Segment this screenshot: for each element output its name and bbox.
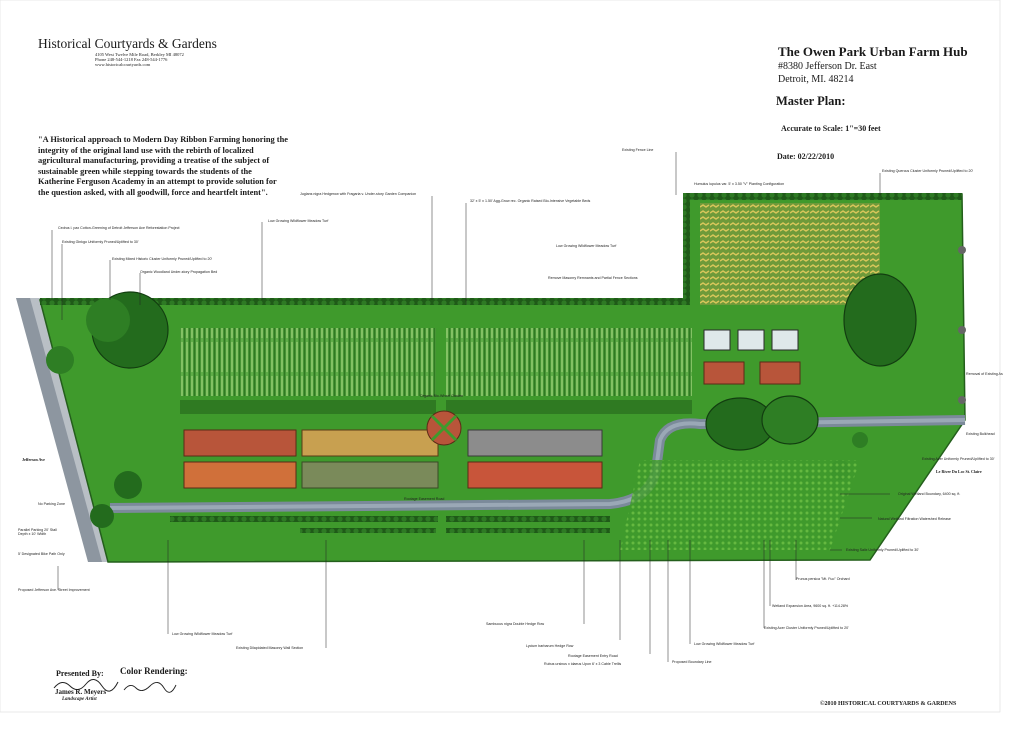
north-hedge bbox=[40, 298, 690, 305]
label-meadow-2: Low Growing Wildflower Meadow Turf bbox=[556, 244, 617, 248]
color-rendering-label: Color Rendering: bbox=[120, 666, 188, 676]
project-address-1: #8380 Jefferson Dr. East bbox=[778, 61, 877, 72]
survey-marker-3 bbox=[958, 396, 966, 404]
hedge-row-4 bbox=[446, 528, 610, 533]
label-lycium-hedge: Lycium barbarum Hedge Row bbox=[526, 644, 574, 648]
hedge-row-2 bbox=[446, 516, 610, 522]
greenhouse-1 bbox=[703, 329, 731, 351]
label-acer-1: Existing Acer Uniformly Pruned/Uplifted … bbox=[922, 457, 995, 461]
greenhouse-bed-2 bbox=[759, 361, 801, 385]
leader-lines bbox=[51, 152, 890, 662]
label-rubus-trellis: Rubus ursinus x idaeus Upon 6' x 3 Cable… bbox=[544, 662, 622, 666]
greenhouse-bed-1 bbox=[703, 361, 745, 385]
design-statement: "A Historical approach to Modern Day Rib… bbox=[38, 135, 288, 197]
firm-web: www.historicalcourtyards.com bbox=[95, 62, 151, 67]
row-crop-block-1 bbox=[180, 328, 436, 396]
label-juglans-hedgerow: Juglans nigra Hedgerow with Fragaria v. … bbox=[300, 192, 417, 196]
presenter-role: Landscape Artist bbox=[62, 697, 97, 702]
row-strip-1 bbox=[180, 400, 436, 414]
label-raised-beds: 32' x 5' x 1.50' Agg-Grow rec. Organic R… bbox=[470, 199, 591, 203]
label-boundary-line: Proposed Boundary Line bbox=[672, 660, 712, 664]
label-ginkgo: Existing Ginkgo Uniformly Pruned/Uplifte… bbox=[62, 240, 139, 244]
hedge-row-1 bbox=[170, 516, 438, 522]
label-bike-path: 5' Designated Bike Path Only bbox=[18, 552, 65, 556]
signature-presenter bbox=[53, 679, 119, 692]
survey-marker-2 bbox=[958, 326, 966, 334]
label-acer-2: Existing Acer Cluster Uniformly Pruned/U… bbox=[764, 626, 849, 630]
date-note: Date: 02/22/2010 bbox=[777, 152, 835, 161]
row-strip-2 bbox=[446, 400, 692, 414]
label-street-improvement: Proposed Jefferson Ave. Street Improveme… bbox=[18, 588, 90, 592]
firm-name: Historical Courtyards & Gardens bbox=[38, 36, 217, 51]
label-easement-road: Rootage Easement Road bbox=[404, 497, 445, 501]
master-plan-title: Master Plan: bbox=[776, 94, 846, 108]
label-meadow-3: Low Growing Wildflower Meadow Turf bbox=[694, 642, 755, 646]
label-cedars: Cedrus l. pax Cotton-Greening of Detroit… bbox=[58, 226, 180, 230]
scale-note: Accurate to Scale: 1"=30 feet bbox=[781, 124, 881, 133]
label-sambucus-hedge: Sambucus nigra Double Hedge Row bbox=[486, 622, 545, 626]
label-meadow-1: Low Growing Wildflower Meadow Turf bbox=[268, 219, 329, 223]
raised-bed-5 bbox=[467, 429, 603, 457]
label-parallel-parking: Parallel Parking 20' Stall Depth x 10' W… bbox=[18, 528, 57, 536]
signature-colorist bbox=[123, 682, 177, 693]
label-remove-masonry: Remove Masonry Remnants and Partial Fenc… bbox=[548, 276, 638, 280]
label-fence-line: Existing Fence Line bbox=[622, 148, 654, 152]
label-bulkhead: Existing Bulkhead bbox=[966, 432, 995, 436]
raised-bed-3 bbox=[183, 461, 297, 489]
label-jefferson-ave: Jefferson Ave bbox=[22, 457, 45, 462]
label-woodland-bed: Organic Woodland Under-story Propagation… bbox=[140, 270, 218, 274]
label-removal: Removal of Existing As bbox=[966, 372, 1003, 376]
raised-bed-4 bbox=[301, 461, 439, 489]
presenter-name: James R. Meyers bbox=[55, 688, 107, 696]
raised-bed-2 bbox=[301, 429, 439, 457]
label-no-parking: No Parking Zone bbox=[38, 502, 65, 506]
row-crop-block-2 bbox=[446, 328, 692, 396]
label-meadow-4: Low Growing Wildflower Meadow Turf bbox=[172, 632, 233, 636]
survey-marker-1 bbox=[958, 246, 966, 254]
label-quercus: Existing Quercus Cluster Uniformly Prune… bbox=[882, 169, 974, 173]
label-mixed-cluster: Existing Mixed Historic Cluster Uniforml… bbox=[112, 257, 213, 261]
project-title: The Owen Park Urban Farm Hub bbox=[778, 44, 968, 59]
presented-by-label: Presented By: bbox=[56, 669, 104, 678]
greenhouse-3 bbox=[771, 329, 799, 351]
hops-field bbox=[700, 203, 880, 305]
label-wetland-boundary: Original Wetland Boundary, 6400 sq. ft. bbox=[898, 492, 961, 496]
firm-address: 4105 West Twelve Mile Road, Berkley MI 4… bbox=[95, 52, 184, 57]
label-bio-wheel: Organic Bio-Wheel Garden bbox=[420, 394, 464, 398]
label-wetland-expansion: Wetland Expansion Area, 9600 sq. ft. +11… bbox=[772, 604, 849, 608]
label-wetland-filtration: Natural Wetland Filtration Watershed Rel… bbox=[878, 517, 951, 521]
label-masonry-wall: Existing Dilapidated Masonry Wall Sectio… bbox=[236, 646, 304, 650]
label-humulus: Humulus lupulus var. 5' x 3.50 "V" Plant… bbox=[694, 182, 785, 186]
label-river: Le River Du Loc St. Claire bbox=[936, 469, 982, 474]
page-border bbox=[0, 0, 1001, 713]
orchard-area bbox=[620, 460, 860, 550]
bio-wheel-paths bbox=[430, 414, 458, 442]
raised-bed-6 bbox=[467, 461, 603, 489]
label-rootage-entry: Rootage Easement Entry Road bbox=[568, 654, 618, 658]
label-salix: Existing Salix Uniformly Pruned/Uplifted… bbox=[846, 548, 919, 552]
tree-clusters bbox=[46, 273, 917, 528]
copyright: ©2010 HISTORICAL COURTYARDS & GARDENS bbox=[820, 701, 957, 707]
raised-bed-1 bbox=[183, 429, 297, 457]
firm-phone: Phone 248-544-1218 Fax 248-544-1776 bbox=[95, 57, 168, 62]
greenhouse-2 bbox=[737, 329, 765, 351]
hedge-row-3 bbox=[300, 528, 436, 533]
project-address-2: Detroit, MI. 48214 bbox=[778, 74, 854, 85]
label-prunus-orchard: Prunus persica "Mt. Fuo" Orchard bbox=[796, 577, 850, 581]
